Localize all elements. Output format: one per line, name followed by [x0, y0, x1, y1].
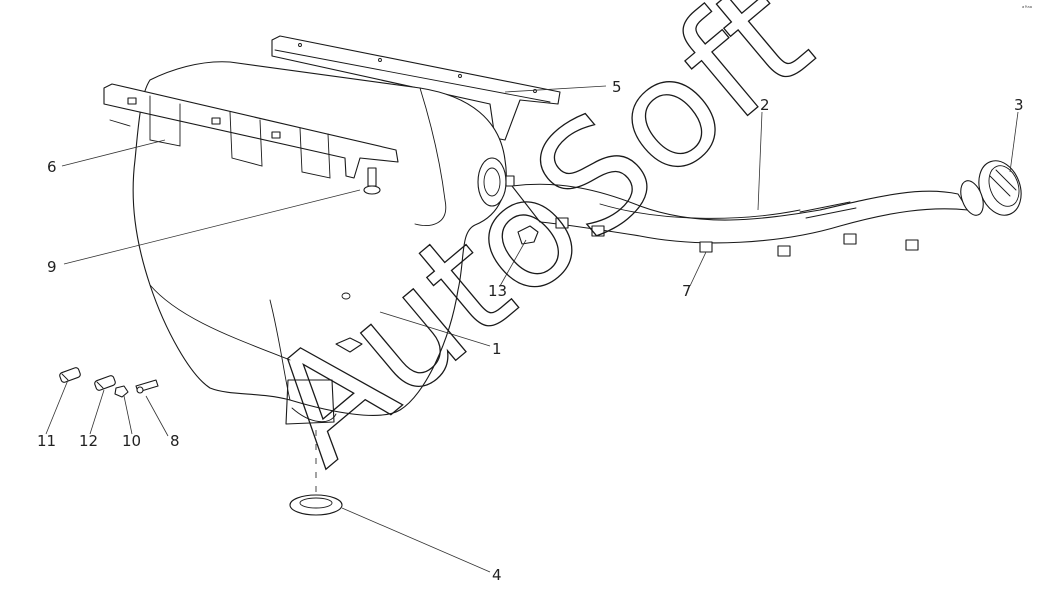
callout-9: 9: [47, 258, 57, 276]
fastener-12: [94, 375, 116, 391]
fastener-10: [114, 385, 129, 398]
callout-3: 3: [1014, 96, 1024, 114]
callout-6: 6: [47, 158, 57, 176]
callout-1: 1: [492, 340, 502, 358]
clamp: [517, 217, 569, 245]
fastener-11: [59, 367, 81, 383]
upper-bracket: [271, 35, 561, 141]
bolt: [363, 167, 381, 195]
callout-10: 10: [122, 432, 141, 450]
filler-cap: [960, 160, 1022, 216]
callout-4: 4: [492, 566, 502, 584]
callout-7: 7: [682, 282, 692, 300]
callout-13: 13: [488, 282, 507, 300]
fastener-8: [135, 379, 159, 394]
drain-plug: [289, 430, 343, 516]
callout-2: 2: [760, 96, 770, 114]
heat-shield: [103, 83, 399, 179]
corner-mark: ᵃ°ᵃᵃ: [1022, 5, 1032, 12]
callout-11: 11: [37, 432, 56, 450]
callout-8: 8: [170, 432, 180, 450]
callout-5: 5: [612, 78, 622, 96]
leader-lines: [45, 85, 1019, 573]
callout-12: 12: [79, 432, 98, 450]
callout-labels: 1 2 3 4 5 6 7 8 9 10 11 12 13: [37, 78, 1024, 584]
fuel-tank: [132, 61, 515, 425]
